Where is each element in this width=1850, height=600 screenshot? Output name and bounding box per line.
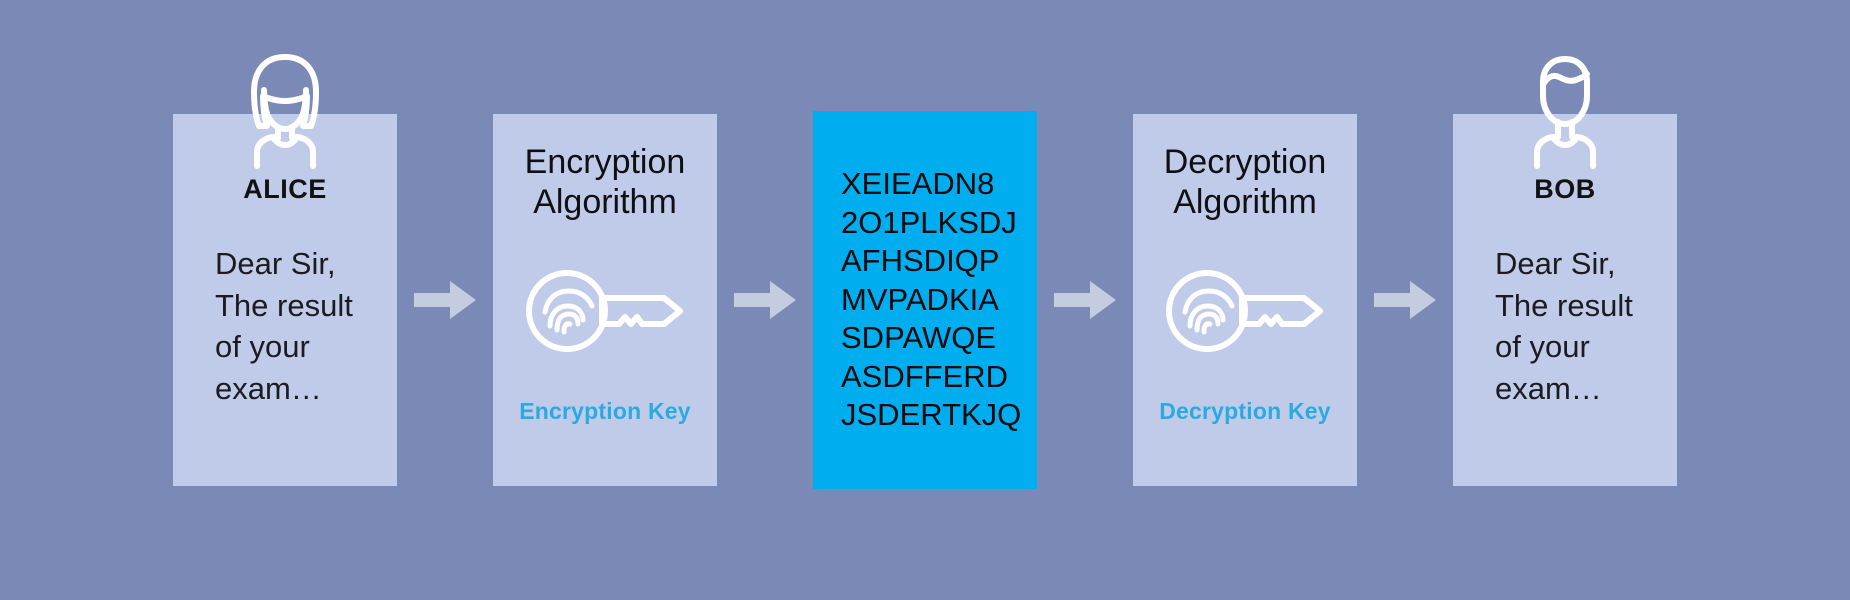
encryption-key-label: Encryption Key: [519, 398, 691, 425]
receiver-card-bob: BOB Dear Sir, The result of your exam…: [1453, 56, 1677, 486]
message-line: The result: [1495, 287, 1633, 323]
cipher-line: AFHSDIQP: [841, 243, 1000, 279]
decryption-title: Decryption Algorithm: [1145, 142, 1345, 222]
cipher-line: MVPADKIA: [841, 281, 999, 317]
female-user-icon: [173, 52, 397, 170]
encryption-algorithm-card: Encryption Algorithm Encryption Key: [493, 114, 717, 486]
message-line: Dear Sir,: [215, 246, 336, 281]
title-line: Decryption: [1163, 143, 1327, 181]
cipher-line: ASDFFERD: [841, 358, 1009, 394]
arrow-right-icon: [397, 281, 493, 319]
title-line: Algorithm: [1173, 183, 1317, 222]
message-line: of your: [215, 329, 310, 365]
message-line: exam…: [215, 370, 322, 406]
arrow-right-icon: [1357, 281, 1453, 319]
message-line: of your: [1495, 329, 1590, 365]
decryption-key-label: Decryption Key: [1159, 398, 1331, 425]
cipher-line: XEIEADN8: [841, 165, 995, 201]
decryption-algorithm-card: Decryption Algorithm Decryption Key: [1133, 114, 1357, 486]
cipher-line: JSDERTKJQ: [841, 397, 1022, 433]
male-user-icon: [1453, 52, 1677, 170]
message-line: Dear Sir,: [1495, 246, 1616, 281]
arrow-right-icon: [1037, 281, 1133, 319]
sender-message: Dear Sir, The result of your exam…: [215, 243, 355, 409]
sender-name: ALICE: [243, 174, 327, 204]
cipher-line: SDPAWQE: [841, 320, 997, 356]
sender-card-alice: ALICE Dear Sir, The result of your exam…: [173, 54, 397, 486]
arrow-right-icon: [717, 281, 813, 319]
receiver-message: Dear Sir, The result of your exam…: [1495, 243, 1635, 409]
cipher-line: 2O1PLKSDJ: [841, 204, 1017, 240]
ciphertext-block: XEIEADN8 2O1PLKSDJ AFHSDIQP MVPADKIA SDP…: [813, 111, 1037, 489]
title-line: Algorithm: [533, 183, 677, 222]
encryption-title: Encryption Algorithm: [505, 142, 705, 222]
ciphertext-lines: XEIEADN8 2O1PLKSDJ AFHSDIQP MVPADKIA SDP…: [841, 165, 1022, 435]
fingerprint-key-icon: [1164, 268, 1326, 354]
message-line: exam…: [1495, 370, 1602, 406]
fingerprint-key-icon: [524, 268, 686, 354]
message-line: The result: [215, 287, 353, 323]
receiver-name: BOB: [1534, 174, 1596, 204]
title-line: Encryption: [524, 143, 686, 181]
